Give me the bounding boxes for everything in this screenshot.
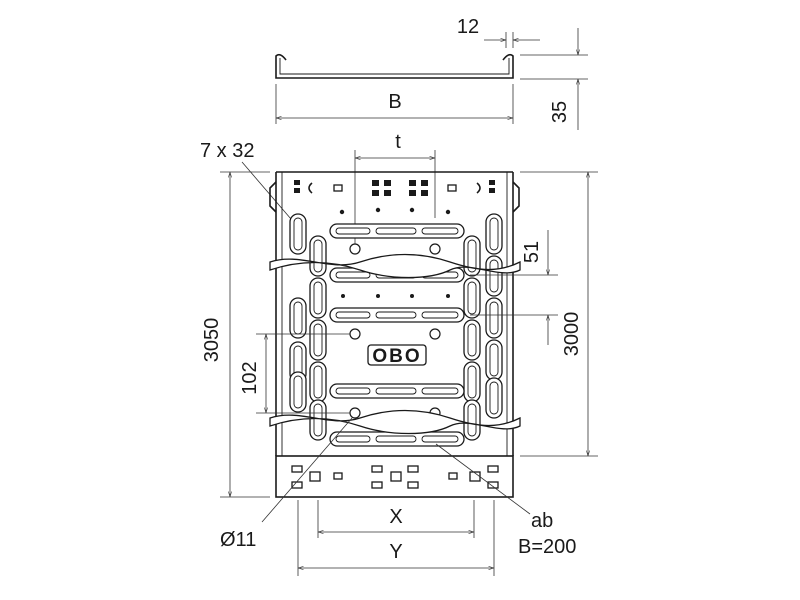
dimension-3050-label: 3050 xyxy=(201,318,223,363)
left-hook xyxy=(269,181,277,213)
left-slots-inner xyxy=(309,235,327,441)
hole-diameter-callout: Ø11 xyxy=(220,417,353,551)
ab-label: ab xyxy=(531,510,553,532)
dimension-102-label: 102 xyxy=(239,361,261,394)
dimension-102: 102 xyxy=(239,333,350,414)
dimension-35-label: 35 xyxy=(549,101,571,123)
obo-logo: OBO xyxy=(367,344,427,367)
dimension-12-label: 12 xyxy=(457,16,479,38)
dimension-t-label: t xyxy=(395,131,401,153)
hole-diameter-label: Ø11 xyxy=(220,529,256,551)
dimension-Y: Y xyxy=(297,500,495,576)
dimension-51-label: 51 xyxy=(521,241,543,263)
tray-top-view: OBO xyxy=(269,171,521,498)
break-line-lower xyxy=(269,409,521,435)
dimension-12: 12 xyxy=(457,16,540,48)
b200-label: B=200 xyxy=(518,536,576,558)
left-slots-outer xyxy=(289,213,307,413)
width-callout: ab B=200 xyxy=(435,443,576,558)
dimension-X-label: X xyxy=(389,506,402,528)
top-connector-marks xyxy=(294,180,495,215)
bottom-coupling-section xyxy=(275,455,514,498)
brand-label: OBO xyxy=(372,346,421,367)
dimension-B-label: B xyxy=(388,91,401,113)
dimension-Y-label: Y xyxy=(389,541,402,563)
break-line-upper xyxy=(269,253,521,279)
tray-cross-section xyxy=(275,53,514,79)
dimension-B: B xyxy=(275,84,514,124)
dimension-3000-label: 3000 xyxy=(561,312,583,357)
right-hook xyxy=(512,181,520,213)
dimension-51: 51 xyxy=(470,230,558,345)
right-slots-outer xyxy=(485,213,503,419)
dimension-X: X xyxy=(317,500,475,538)
round-holes xyxy=(341,243,450,419)
dimension-3050: 3050 xyxy=(201,171,270,498)
dimension-35: 35 xyxy=(520,28,588,130)
right-slots-inner xyxy=(463,235,481,441)
slot-size-label: 7 x 32 xyxy=(200,140,254,162)
dimension-3000: 3000 xyxy=(520,171,598,457)
slot-size-callout: 7 x 32 xyxy=(200,140,298,227)
